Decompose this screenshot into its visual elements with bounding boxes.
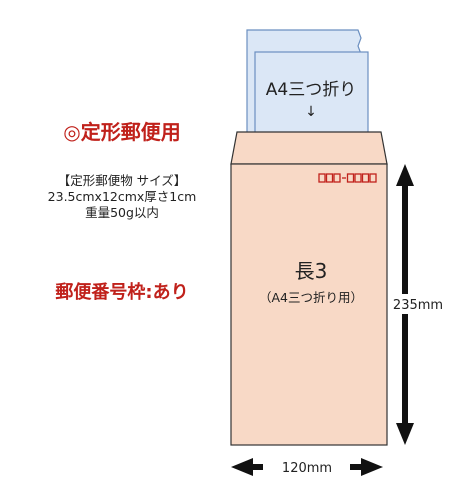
postal-code-frame-label: 郵便番号枠:あり: [55, 282, 189, 303]
envelope: 長3 （A4三つ折り用）: [230, 131, 388, 446]
size-spec: 【定形郵便物 サイズ】 23.5cmx12cmx厚さ1cm 重量50g以内: [22, 173, 222, 221]
postal-code-box: [333, 173, 341, 183]
height-arrow-up-icon: [396, 164, 414, 186]
envelope-name: 長3: [295, 259, 328, 283]
postal-code-box: [318, 173, 326, 183]
postal-code-box: [361, 173, 370, 183]
envelope-subtitle: （A4三つ折り用）: [259, 290, 363, 305]
paper-label: A4三つ折り: [266, 80, 356, 100]
height-label: 235mm: [393, 298, 443, 313]
width-label: 120mm: [282, 461, 332, 476]
postal-code-boxes: [318, 173, 377, 183]
width-arrow-right-icon: [361, 458, 383, 476]
width-arrow-left-shaft: [251, 464, 263, 470]
height-label-bg: [388, 294, 446, 314]
postal-code-box: [346, 173, 355, 183]
spec-heading: 【定形郵便物 サイズ】: [57, 173, 187, 188]
height-dimension: 235mm: [388, 164, 446, 445]
spec-size: 23.5cmx12cmx厚さ1cm: [47, 189, 197, 204]
width-arrow-right-shaft: [350, 464, 362, 470]
postal-code-box: [369, 173, 377, 183]
width-dimension: 120mm: [231, 458, 383, 476]
height-arrow-down-icon: [396, 423, 414, 445]
page-title: ◎定形郵便用: [63, 120, 181, 144]
down-arrow-icon: ↓: [305, 104, 317, 120]
spec-weight: 重量50g以内: [85, 205, 159, 220]
width-arrow-left-icon: [231, 458, 253, 476]
envelope-body: [230, 163, 388, 446]
postal-code-box: [325, 173, 334, 183]
postal-code-box: [354, 173, 362, 183]
envelope-flap: [230, 131, 388, 165]
